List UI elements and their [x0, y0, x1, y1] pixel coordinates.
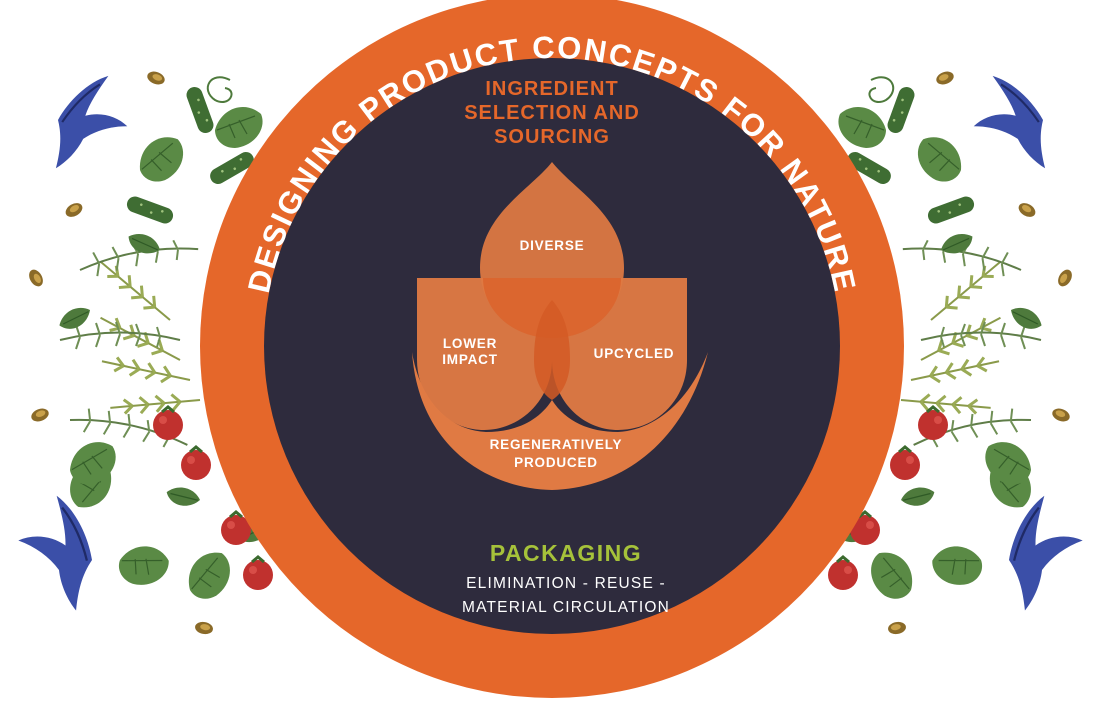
packaging-section: PACKAGING ELIMINATION - REUSE - MATERIAL… [462, 540, 670, 616]
petal-label-upcycled: UPCYCLED [594, 346, 675, 361]
swallow-icon [1, 74, 129, 612]
ingredient-heading-line-2: SELECTION AND [464, 102, 640, 124]
swallow-icon [972, 74, 1100, 612]
petal-overlap-center [534, 300, 570, 400]
ingredient-heading-line-1: INGREDIENT [485, 78, 618, 100]
ingredient-heading: INGREDIENT SELECTION AND SOURCING [464, 78, 640, 148]
wheat-icon [898, 254, 1007, 418]
petal-label-diverse: DIVERSE [520, 238, 585, 253]
right-foliage [826, 69, 1100, 636]
petal-label-lower-line-1: LOWER [443, 336, 497, 351]
packaging-subtitle-line-1: ELIMINATION - REUSE - [466, 575, 666, 592]
packaging-subtitle-line-2: MATERIAL CIRCULATION [462, 599, 670, 616]
wheat-icon [94, 254, 203, 418]
petal-label-regen-line-2: PRODUCED [514, 455, 598, 470]
petal-overlap-right [552, 278, 621, 338]
petal-label-regen-line-1: REGENERATIVELY [490, 437, 623, 452]
ingredient-heading-line-3: SOURCING [494, 126, 610, 148]
ingredient-petal-diagram: DIVERSE LOWER IMPACT UPCYCLED REGENERATI… [412, 162, 708, 490]
left-foliage [1, 69, 275, 636]
petal-overlap-left [483, 278, 552, 338]
packaging-title: PACKAGING [490, 540, 642, 566]
petal-bottom [412, 352, 708, 490]
petal-label-lower-line-2: IMPACT [442, 352, 498, 367]
